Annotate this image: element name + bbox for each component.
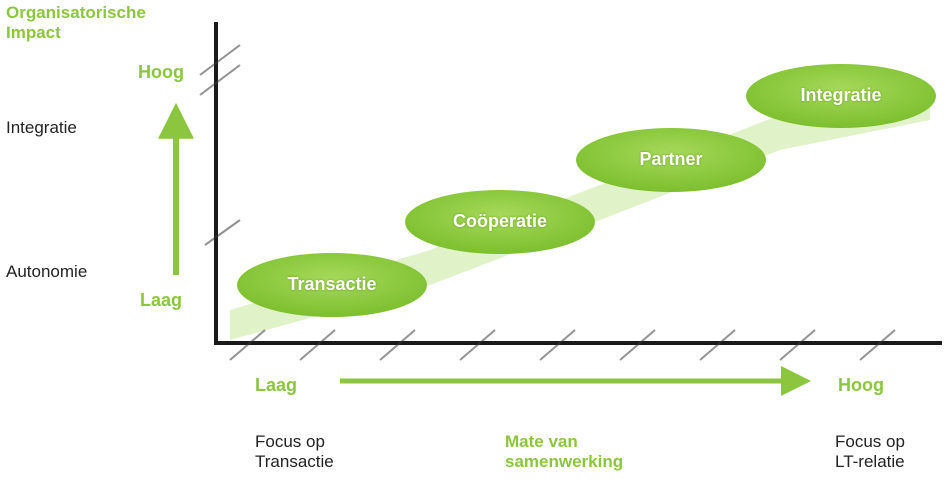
y-level-autonomie: Autonomie [6, 262, 88, 281]
y-axis-high-label: Hoog [138, 62, 184, 82]
stage-ellipse-integratie [746, 64, 936, 128]
stage-label-partner: Partner [639, 149, 703, 169]
y-level-integratie: Integratie [6, 118, 77, 137]
diagram-title: Organisatorische Impact [6, 3, 146, 43]
stage-ellipse-transactie [237, 253, 427, 317]
stage-label-integratie: Integratie [800, 85, 882, 105]
stage-ellipse-partner [576, 128, 766, 192]
stage-label-transactie: Transactie [287, 274, 377, 294]
stage-label-cooperatie: Coöperatie [452, 211, 548, 231]
y-axis-low-label: Laag [140, 290, 183, 310]
focus-transactie-label: Focus op Transactie [255, 432, 334, 472]
axis-hatching [199, 44, 896, 361]
stage-ellipse-cooperatie [405, 190, 595, 254]
x-axis-caption: Mate van samenwerking [505, 432, 624, 472]
x-axis-high-label: Hoog [838, 375, 884, 395]
focus-lt-relatie-label: Focus op LT-relatie [835, 432, 905, 472]
x-axis-low-label: Laag [255, 375, 298, 395]
